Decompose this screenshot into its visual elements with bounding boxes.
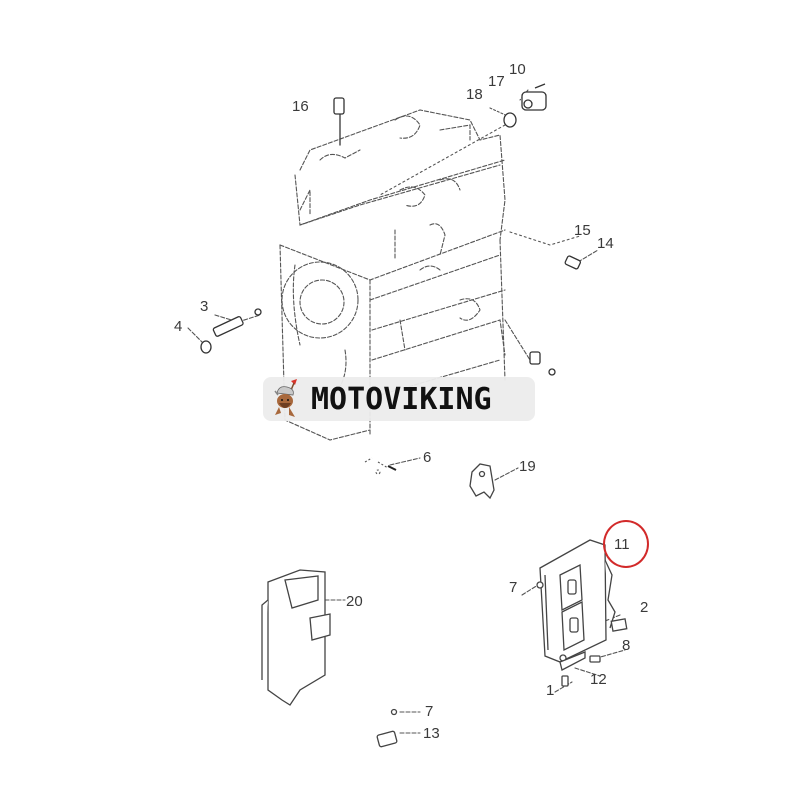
callout-8: 8 [622, 637, 631, 654]
callout-20: 20 [346, 593, 363, 610]
callout-7a: 7 [509, 579, 518, 596]
callout-19: 19 [519, 458, 536, 475]
callout-14: 14 [597, 235, 614, 252]
callout-12: 12 [590, 671, 607, 688]
callout-2: 2 [640, 599, 649, 616]
callout-4: 4 [174, 318, 183, 335]
ecm-cover-20 [261, 569, 331, 706]
sensor-16 [333, 97, 345, 115]
callout-15: 15 [574, 222, 591, 239]
callout-18: 18 [466, 86, 483, 103]
clip-6 [364, 457, 397, 475]
callout-1: 1 [546, 682, 555, 699]
callout-17: 17 [488, 73, 505, 90]
ecm-module-11 [539, 539, 628, 663]
callout-13: 13 [423, 725, 440, 742]
callout-16: 16 [292, 98, 309, 115]
sensor-14 [564, 255, 582, 270]
viking-mascot-icon [274, 379, 297, 417]
sensor-3-assembly [200, 308, 262, 354]
callout-6: 6 [423, 449, 432, 466]
callout-10: 10 [509, 61, 526, 78]
watermark-banner: MOTOVIKING [263, 377, 535, 421]
callout-3: 3 [200, 298, 209, 315]
bracket-19 [469, 463, 495, 500]
callout-7b: 7 [425, 703, 434, 720]
sensor-17-assembly [503, 83, 547, 128]
highlight-circle [603, 520, 649, 568]
connector-13 [376, 708, 398, 748]
watermark-text: MOTOVIKING [311, 381, 492, 417]
